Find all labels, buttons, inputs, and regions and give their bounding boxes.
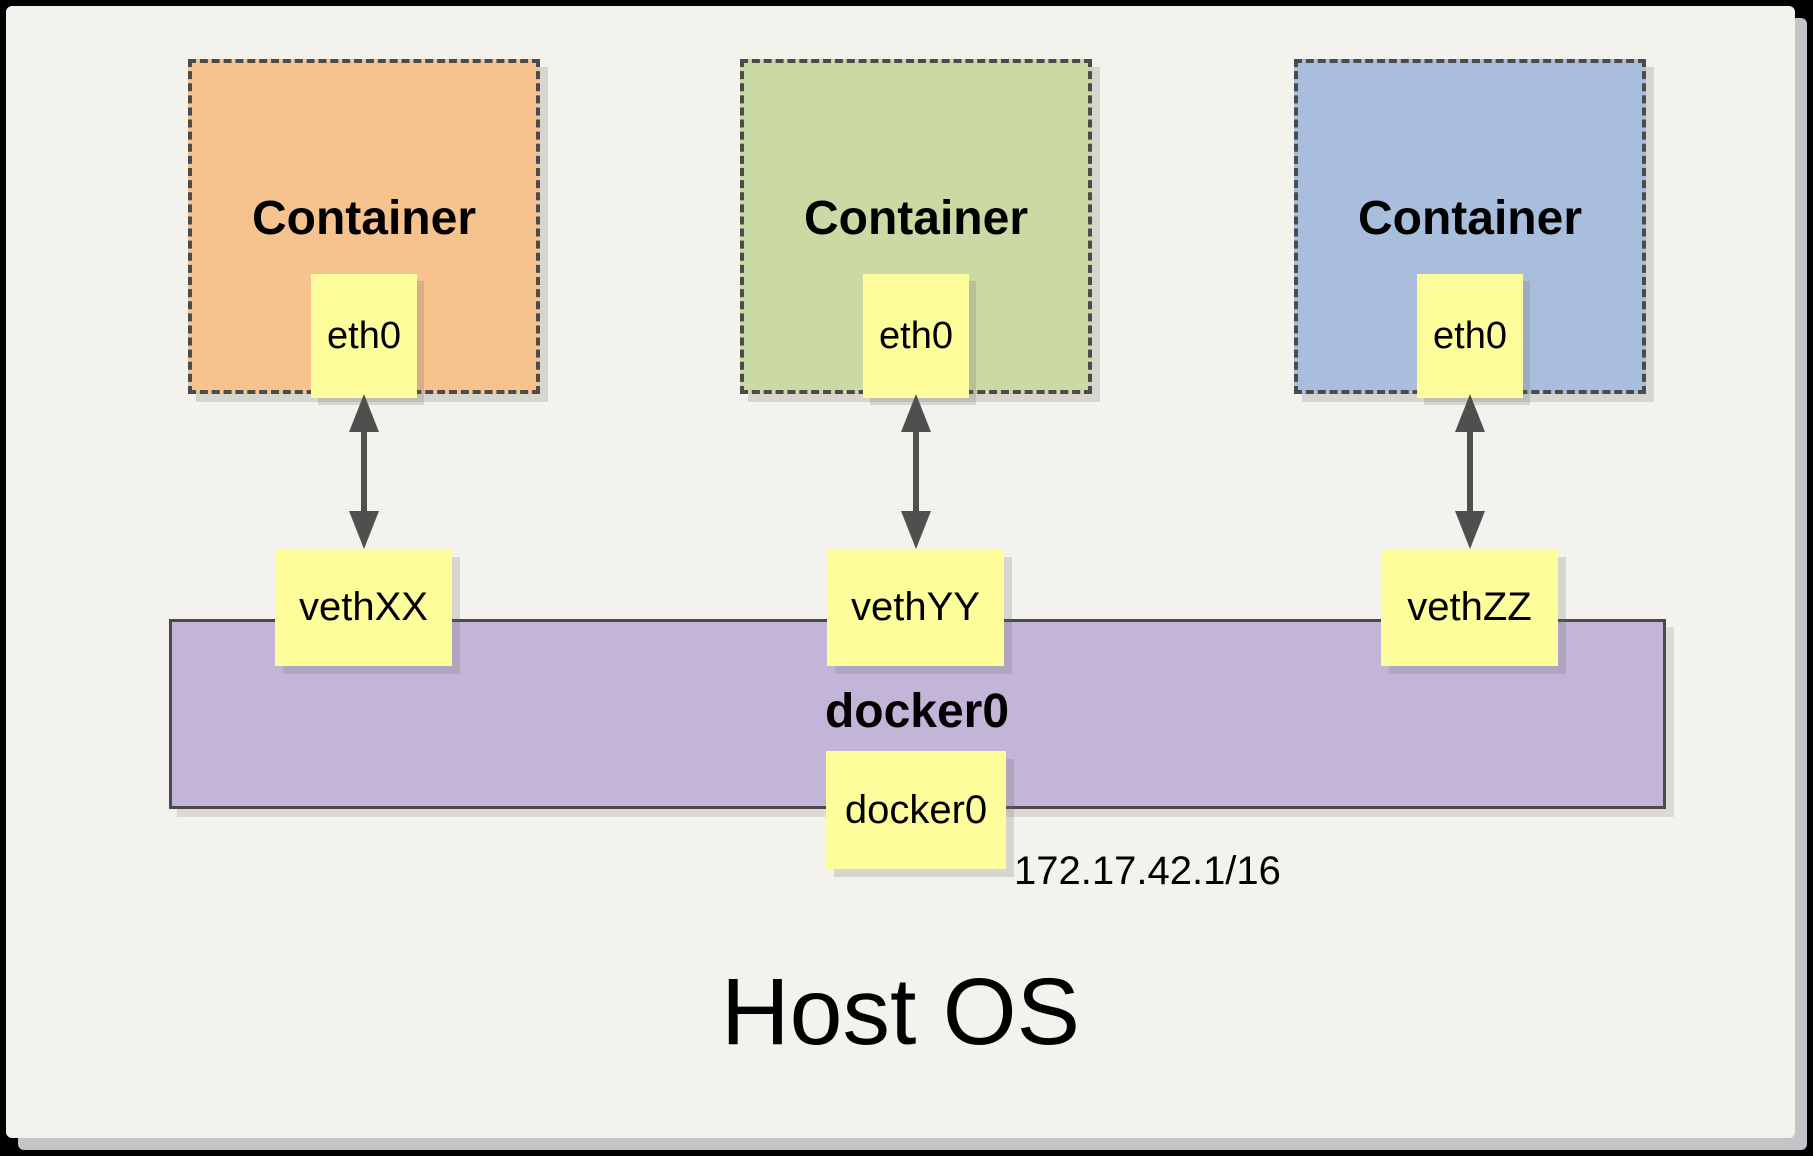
container-3-eth0-label: eth0 <box>1433 314 1507 357</box>
vethxx-box: vethXX <box>275 549 452 666</box>
bridge-ip-label: 172.17.42.1/16 <box>1014 849 1281 893</box>
vethyy-label: vethYY <box>851 585 980 629</box>
vethzz-box: vethZZ <box>1381 549 1558 666</box>
container-box-1: Container eth0 <box>188 59 540 398</box>
veth-arrow-2 <box>901 394 931 549</box>
container-1-label: Container <box>251 192 476 245</box>
diagram-canvas: Container eth0 Container eth0 Container … <box>6 6 1795 1138</box>
host-os-label: Host OS <box>721 959 1080 1065</box>
container-1-eth0-label: eth0 <box>327 314 401 357</box>
container-2-label: Container <box>803 192 1028 245</box>
veth-arrow-3 <box>1455 394 1485 549</box>
vethzz-label: vethZZ <box>1407 585 1532 629</box>
container-2-eth0-box: eth0 <box>863 274 969 398</box>
docker0-interface-box: docker0 <box>826 751 1006 869</box>
vethxx-label: vethXX <box>299 585 428 629</box>
container-1-eth0-box: eth0 <box>311 274 417 398</box>
container-3-label: Container <box>1357 192 1582 245</box>
veth-arrow-1 <box>349 394 379 549</box>
container-box-3: Container eth0 <box>1294 59 1646 398</box>
docker0-interface-label: docker0 <box>844 787 988 832</box>
docker0-bridge-label: docker0 <box>824 685 1010 738</box>
vethyy-box: vethYY <box>827 549 1004 666</box>
container-3-eth0-box: eth0 <box>1417 274 1523 398</box>
container-2-eth0-label: eth0 <box>879 314 953 357</box>
container-box-2: Container eth0 <box>740 59 1092 398</box>
